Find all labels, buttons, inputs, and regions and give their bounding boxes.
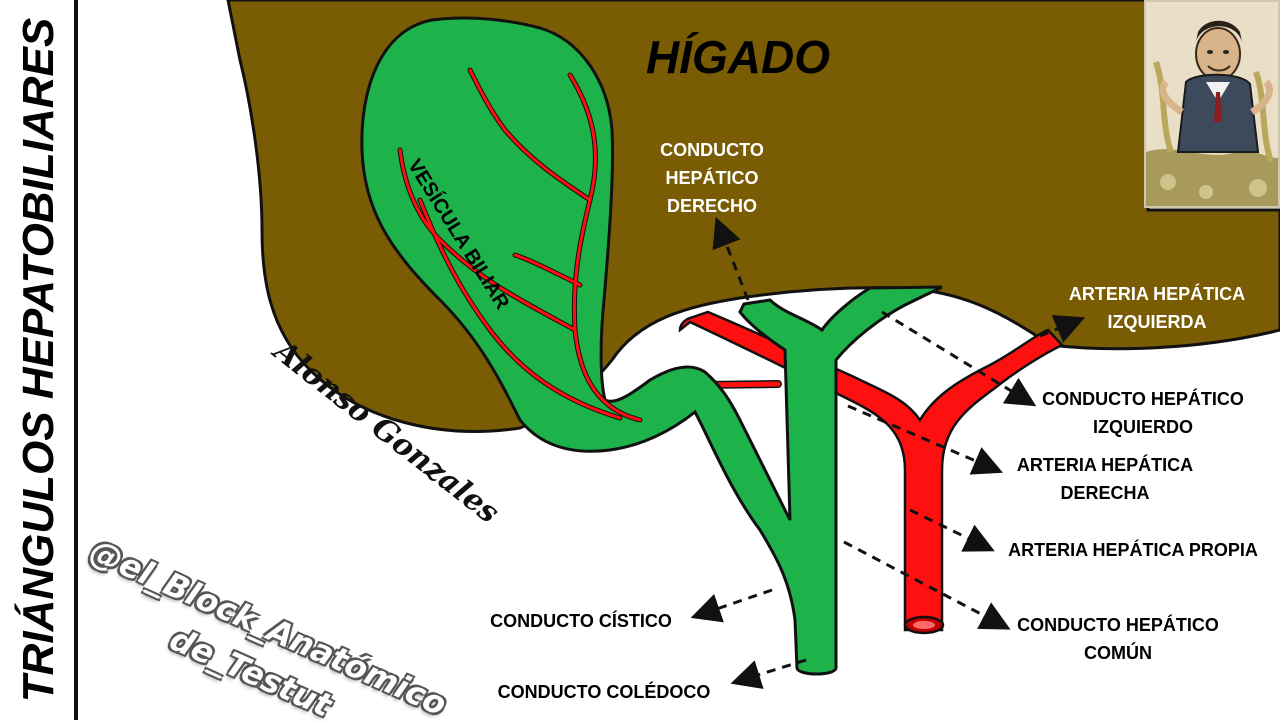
portrait-caricature-image [1144, 0, 1280, 208]
arrow-cystic-duct [690, 588, 773, 623]
label-left-hepatic-artery: ARTERIA HEPÁTICA IZQUIERDA [1068, 284, 1246, 332]
arrow-proper-hepatic-artery [909, 508, 995, 552]
title-band: TRIÁNGULOS HEPATOBILIARES [0, 0, 78, 720]
portrait-caricature-icon [1146, 2, 1278, 206]
label-proper-hepatic-artery: ARTERIA HEPÁTICA PROPIA [1008, 540, 1258, 560]
arrow-right-hepatic-artery [847, 404, 1004, 475]
diagram-title: TRIÁNGULOS HEPATOBILIARES [14, 17, 63, 703]
biliary-tree [360, 16, 943, 676]
label-right-hepatic-artery: ARTERIA HEPÁTICA DERECHA [1016, 455, 1194, 503]
label-common-hepatic-duct: CONDUCTO HEPÁTICO COMÚN [1017, 615, 1219, 663]
label-left-hepatic-duct: CONDUCTO HEPÁTICO IZQUIERDO [1042, 389, 1244, 437]
liver-label: HÍGADO [646, 31, 830, 83]
label-right-hepatic-duct: CONDUCTO HEPÁTICO DERECHO [660, 140, 764, 216]
pointer-arrows [690, 216, 1086, 689]
label-cystic-duct: CONDUCTO CÍSTICO [490, 611, 672, 631]
label-common-bile-duct: CONDUCTO COLÉDOCO [497, 682, 711, 702]
hepatic-artery-tree [636, 310, 1065, 635]
arrow-left-hepatic-duct [881, 310, 1037, 407]
arrow-common-hepatic-duct [843, 540, 1011, 630]
arrow-left-hepatic-artery [1039, 314, 1086, 343]
arrow-common-bile-duct [730, 658, 807, 689]
arrow-right-hepatic-duct [712, 216, 750, 301]
